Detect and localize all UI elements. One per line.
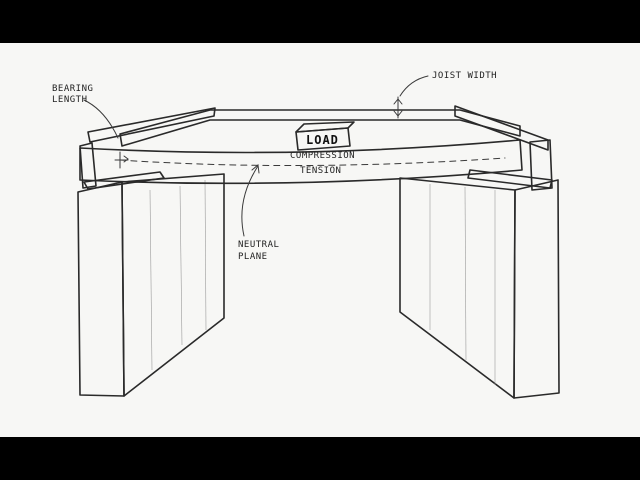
joist-width-label: JOIST WIDTH <box>432 71 497 81</box>
neutral-plane-label-line1: NEUTRAL <box>238 240 279 250</box>
compression-label: COMPRESSION <box>290 151 355 161</box>
bearing-length-label-line2: LENGTH <box>52 95 88 105</box>
right-support-block <box>400 178 559 398</box>
tension-label: TENSION <box>300 166 341 176</box>
bearing-length-label-line1: BEARING <box>52 84 93 94</box>
joist-width-annotation: JOIST WIDTH <box>394 71 497 118</box>
main-beam <box>80 140 522 183</box>
load-block: LOAD <box>296 122 354 150</box>
letterbox-bottom <box>0 437 640 480</box>
neutral-plane-label-line2: PLANE <box>238 252 268 262</box>
load-label: LOAD <box>306 133 339 147</box>
left-support-block <box>78 174 224 396</box>
neutral-plane-annotation: NEUTRAL PLANE <box>238 165 279 262</box>
